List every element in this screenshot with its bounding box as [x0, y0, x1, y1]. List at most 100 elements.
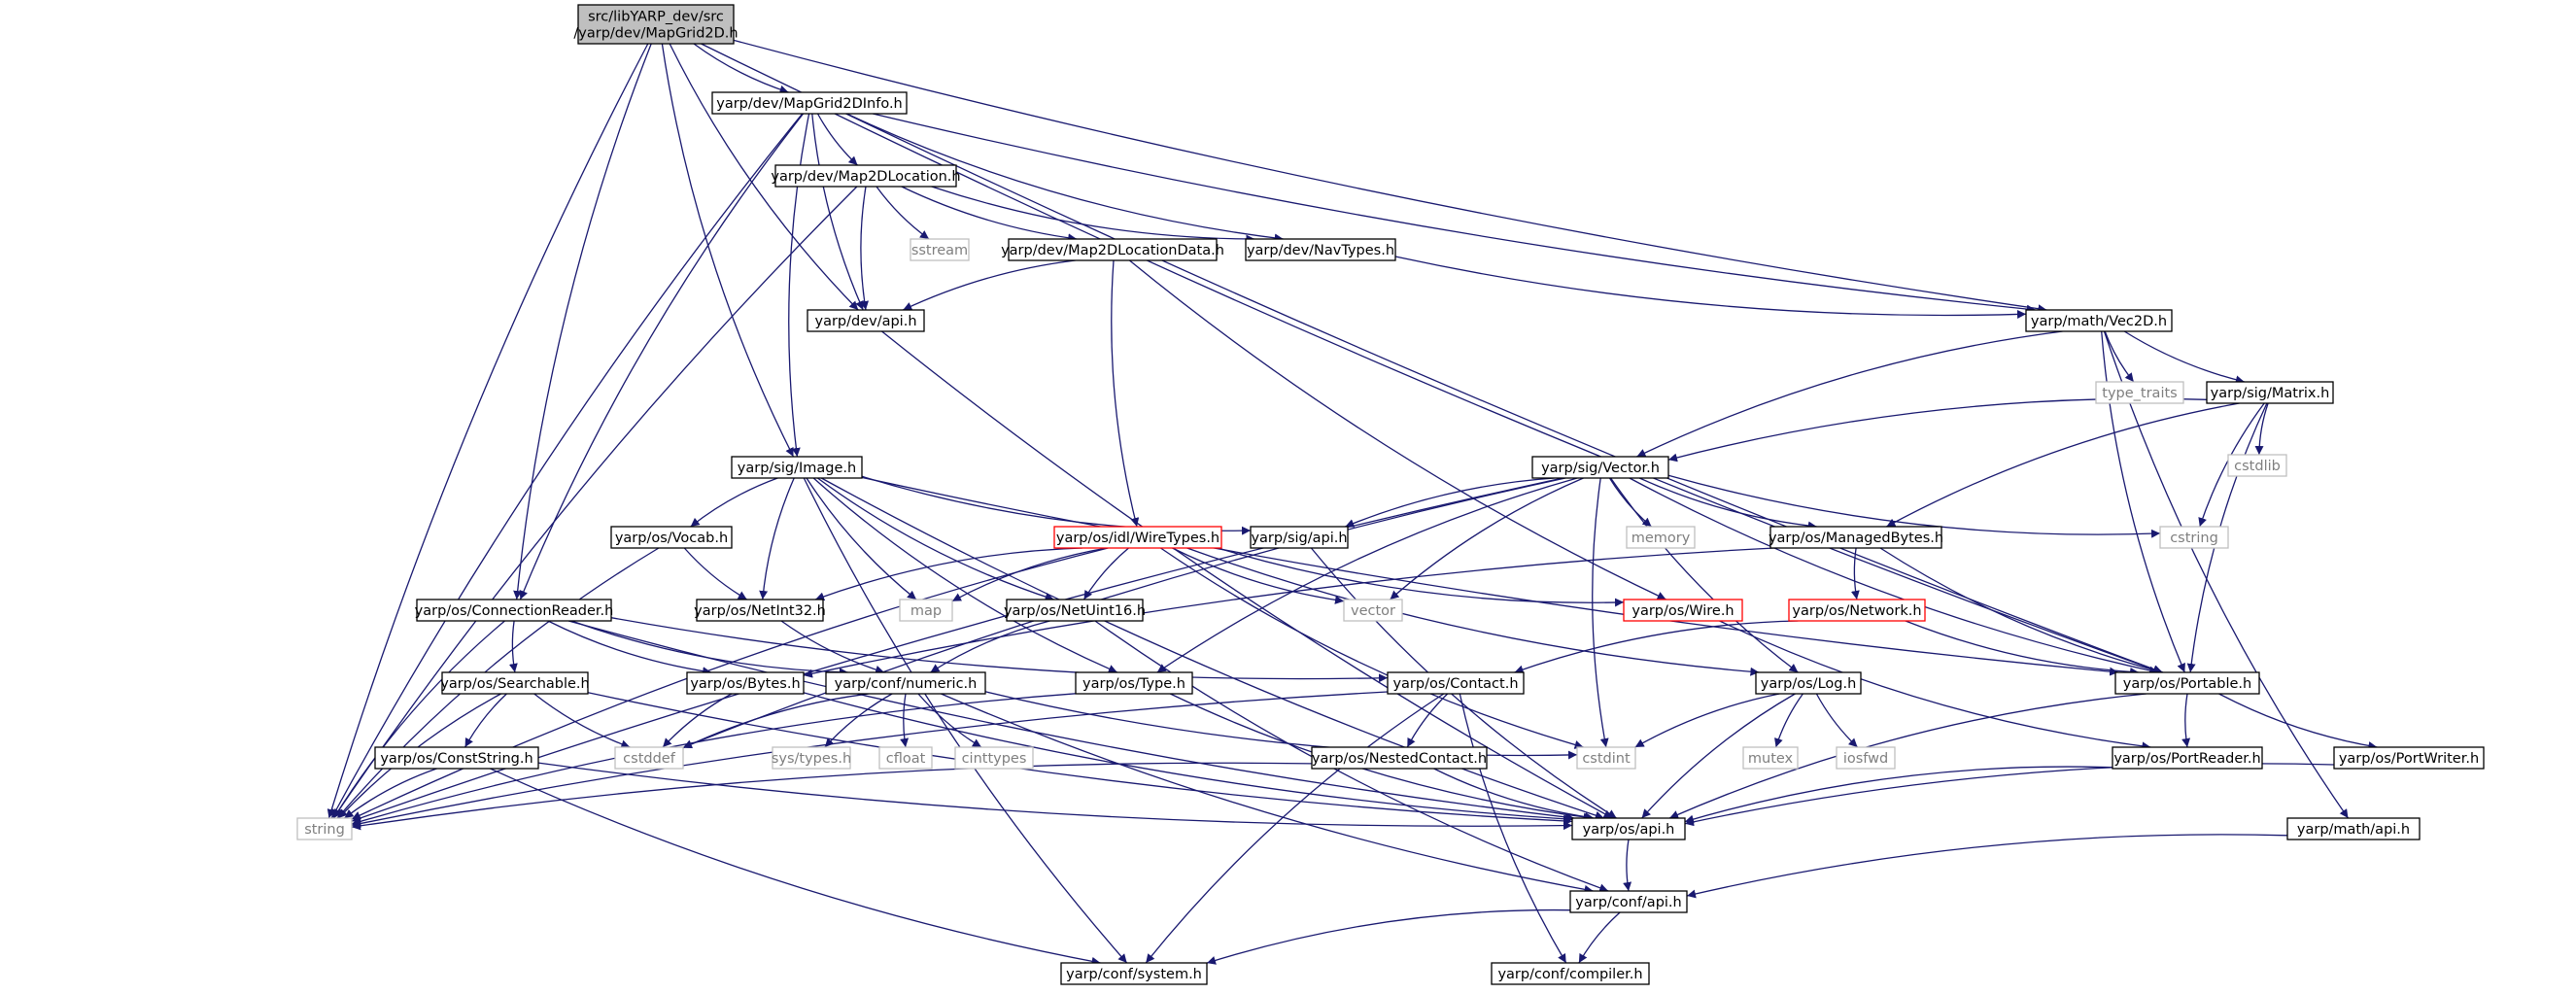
node-log[interactable]: yarp/os/Log.h [1755, 671, 1862, 695]
node-managedbytes[interactable]: yarp/os/ManagedBytes.h [1769, 526, 1943, 549]
node-compiler[interactable]: yarp/conf/compiler.h [1491, 962, 1650, 985]
edge-vector_h-to-vector [1390, 477, 1584, 600]
node-cfloat[interactable]: cfloat [878, 746, 933, 770]
node-map[interactable]: map [899, 599, 953, 622]
node-vec2d[interactable]: yarp/math/Vec2D.h [2025, 309, 2173, 332]
node-box [686, 671, 805, 695]
node-mutex[interactable]: mutex [1742, 746, 1799, 770]
node-matrix[interactable]: yarp/sig/Matrix.h [2206, 381, 2334, 404]
edge-image-to-type [812, 477, 1118, 673]
edge-mapgrid2dinfo-to-string [330, 113, 804, 819]
node-conststring[interactable]: yarp/os/ConstString.h [374, 746, 539, 770]
node-vector[interactable]: vector [1343, 599, 1403, 622]
node-string[interactable]: string [296, 817, 353, 840]
node-network[interactable]: yarp/os/Network.h [1788, 599, 1926, 622]
node-numeric[interactable]: yarp/conf/numeric.h [825, 671, 986, 695]
edge-conststring-to-system [490, 768, 1101, 966]
node-box [2112, 746, 2263, 770]
edge-image-to-netuint16 [817, 477, 1054, 601]
node-box [610, 526, 733, 549]
edge-map2dlocation-to-navtypes [931, 186, 1255, 244]
node-root[interactable]: src/libYARP_dev/src/yarp/dev/MapGrid2D.h [573, 4, 738, 45]
node-contact[interactable]: yarp/os/Contact.h [1387, 671, 1525, 695]
node-box [825, 671, 986, 695]
node-confapi[interactable]: yarp/conf/api.h [1569, 890, 1688, 913]
node-navtypes[interactable]: yarp/dev/NavTypes.h [1245, 238, 1396, 261]
edge-numeric-to-cfloat [900, 693, 910, 748]
edge-mapgrid2dinfo-to-map2dlocation [816, 113, 858, 166]
node-searchable[interactable]: yarp/os/Searchable.h [440, 671, 590, 695]
node-box [878, 746, 933, 770]
node-devapi[interactable]: yarp/dev/api.h [807, 309, 925, 332]
node-map2dlocation[interactable]: yarp/dev/Map2DLocation.h [771, 164, 961, 188]
edge-root-to-image [661, 43, 795, 458]
edge-vec2d-to-type_traits [2104, 330, 2135, 383]
node-systypes[interactable]: sys/types.h [772, 746, 851, 770]
node-osapi[interactable]: yarp/os/api.h [1571, 817, 1686, 840]
node-connectionreader[interactable]: yarp/os/ConnectionReader.h [415, 599, 614, 622]
node-sstream[interactable]: sstream [910, 238, 970, 261]
node-iosfwd[interactable]: iosfwd [1836, 746, 1896, 770]
node-vector_h[interactable]: yarp/sig/Vector.h [1531, 456, 1669, 479]
node-cstddef[interactable]: cstddef [614, 746, 684, 770]
edge-portwriter-to-osapi [1684, 763, 2335, 827]
node-label: yarp/os/api.h [1583, 822, 1675, 838]
node-map2dlocationdata[interactable]: yarp/dev/Map2DLocationData.h [1001, 238, 1224, 261]
edge-wiretypes-to-vector [1172, 547, 1345, 604]
node-mapgrid2dinfo[interactable]: yarp/dev/MapGrid2DInfo.h [711, 91, 908, 115]
node-label: src/libYARP_dev/src [588, 10, 724, 25]
edge-wiretypes-to-string [351, 547, 1109, 820]
node-bytes[interactable]: yarp/os/Bytes.h [686, 671, 805, 695]
node-cstdlib[interactable]: cstdlib [2227, 454, 2287, 477]
node-box [296, 817, 353, 840]
edge-connectionreader-to-searchable [508, 620, 518, 673]
node-box [577, 4, 735, 45]
node-vocab[interactable]: yarp/os/Vocab.h [610, 526, 733, 549]
node-label: yarp/os/ConstString.h [380, 751, 532, 767]
nodes-layer: src/libYARP_dev/src/yarp/dev/MapGrid2D.h… [296, 4, 2485, 985]
edge-wire-to-portreader [1719, 620, 2151, 751]
node-type_traits[interactable]: type_traits [2095, 381, 2184, 404]
node-sigapi[interactable]: yarp/sig/api.h [1250, 526, 1349, 549]
edge-confapi-to-compiler [1578, 911, 1621, 964]
node-label: sstream [911, 243, 968, 258]
edge-root-to-connectionreader [513, 43, 652, 600]
edge-netuint16-to-confapi [1094, 620, 1609, 893]
node-label: yarp/sig/Matrix.h [2211, 386, 2330, 401]
node-box [2286, 817, 2421, 840]
edge-matrix-to-cstring [2198, 402, 2265, 528]
node-netint32[interactable]: yarp/os/NetInt32.h [694, 599, 826, 622]
node-mathapi[interactable]: yarp/math/api.h [2286, 817, 2421, 840]
node-wiretypes[interactable]: yarp/os/idl/WireTypes.h [1053, 526, 1222, 549]
node-box [1755, 671, 1862, 695]
node-label: yarp/os/Wire.h [1631, 603, 1734, 619]
edge-map2dlocation-to-map2dlocationdata [901, 186, 1078, 243]
edge-numeric-to-cstdint [984, 691, 1578, 760]
node-image[interactable]: yarp/sig/Image.h [731, 456, 863, 479]
edge-connectionreader-to-string [332, 620, 505, 819]
node-cinttypes[interactable]: cinttypes [954, 746, 1034, 770]
edge-numeric-to-cinttypes [917, 693, 982, 748]
edge-root-to-portable [701, 43, 2163, 674]
node-nestedcontact[interactable]: yarp/os/NestedContact.h [1311, 746, 1488, 770]
node-label: yarp/conf/compiler.h [1497, 967, 1642, 982]
node-label: yarp/dev/Map2DLocation.h [771, 169, 960, 185]
node-box [772, 746, 851, 770]
node-box [2206, 381, 2334, 404]
node-label: yarp/os/Type.h [1082, 676, 1185, 692]
node-cstring[interactable]: cstring [2159, 526, 2229, 549]
node-cstdint[interactable]: cstdint [1576, 746, 1636, 770]
node-memory[interactable]: memory [1626, 526, 1696, 549]
node-wire[interactable]: yarp/os/Wire.h [1623, 599, 1743, 622]
edge-conststring-to-string [344, 768, 437, 819]
node-portwriter[interactable]: yarp/os/PortWriter.h [2333, 746, 2485, 770]
node-label: yarp/dev/MapGrid2DInfo.h [716, 96, 903, 112]
node-portreader[interactable]: yarp/os/PortReader.h [2112, 746, 2263, 770]
node-type[interactable]: yarp/os/Type.h [1075, 671, 1193, 695]
edge-vector_h-to-cstring [1667, 474, 2161, 538]
node-portable[interactable]: yarp/os/Portable.h [2114, 671, 2260, 695]
node-system[interactable]: yarp/conf/system.h [1060, 962, 1208, 985]
edge-navtypes-to-vec2d [1394, 256, 2027, 319]
edge-mapgrid2dinfo-to-vec2d [873, 113, 2036, 314]
node-netuint16[interactable]: yarp/os/NetUint16.h [1004, 599, 1146, 622]
